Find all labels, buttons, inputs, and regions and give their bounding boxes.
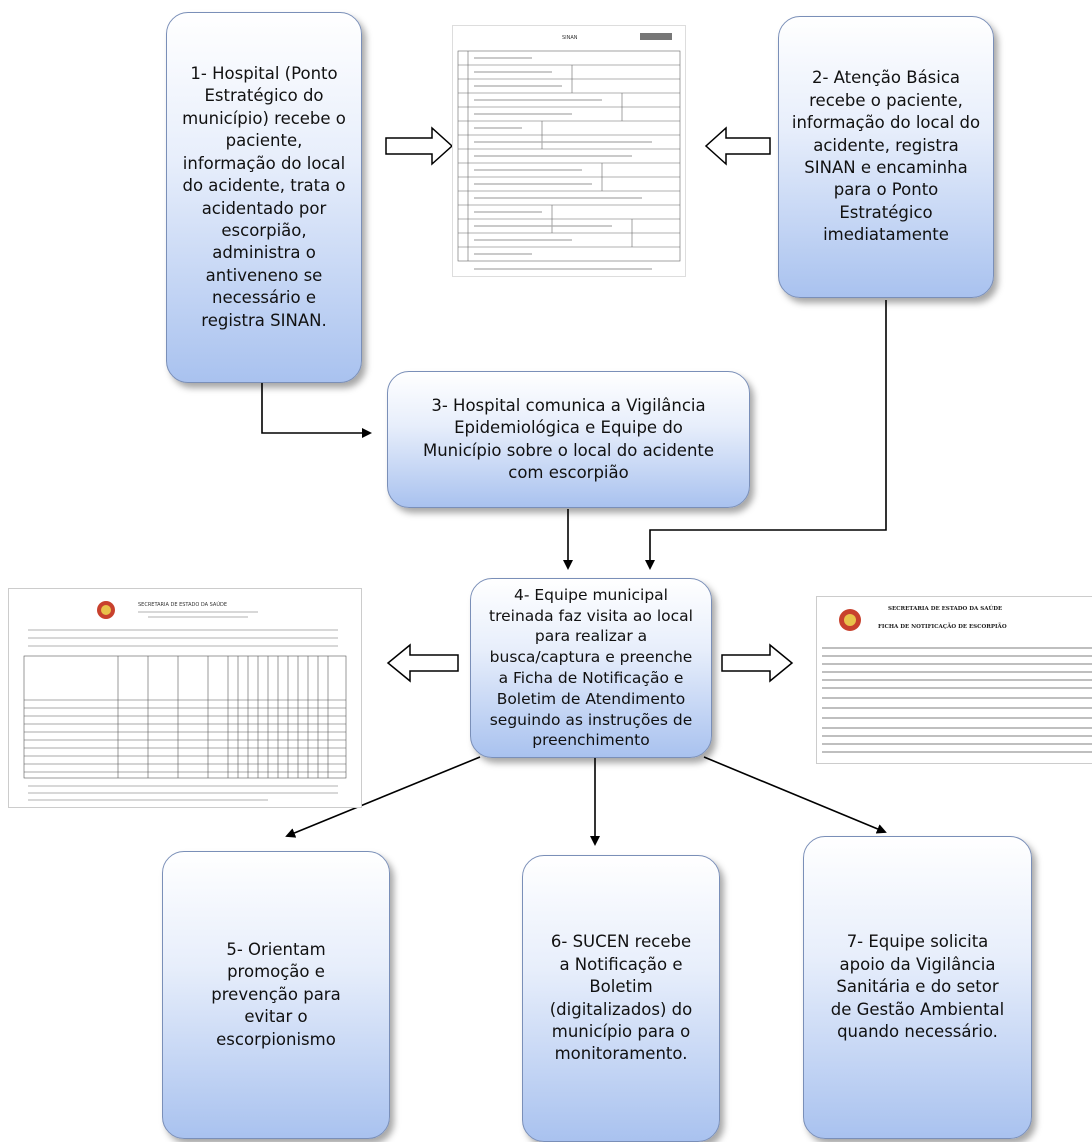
boletim-form-image: SECRETARIA DE ESTADO DA SAÚDE xyxy=(8,588,362,808)
block-arrow-left-top xyxy=(704,126,771,166)
boletim-header: SECRETARIA DE ESTADO DA SAÚDE xyxy=(138,601,227,608)
block-arrow-right-top xyxy=(385,126,454,166)
ficha-title: FICHA DE NOTIFICAÇÃO DE ESCORPIÃO xyxy=(878,623,1007,630)
step-4-equipe-municipal-box: 4- Equipe municipal treinada faz visita … xyxy=(470,578,712,758)
step-5-orientam-box: 5- Orientam promoção e prevenção para ev… xyxy=(162,851,390,1139)
step-3-comunicacao-box: 3- Hospital comunica a Vigilância Epidem… xyxy=(387,371,750,508)
ficha-header: SECRETARIA DE ESTADO DA SAÚDE xyxy=(888,604,1002,612)
step-3-text: 3- Hospital comunica a Vigilância Epidem… xyxy=(422,395,715,482)
step-7-apoio-box: 7- Equipe solicita apoio da Vigilância S… xyxy=(803,836,1032,1139)
step-5-text: 5- Orientam promoção e prevenção para ev… xyxy=(211,939,341,1049)
step-6-text: 6- SUCEN recebe a Notificação e Boletim … xyxy=(549,932,693,1064)
sinan-label: SINAN xyxy=(562,35,578,41)
step-1-text: 1- Hospital (Ponto Estratégico do municí… xyxy=(182,63,346,330)
block-arrow-right-mid xyxy=(721,643,794,683)
step-1-hospital-box: 1- Hospital (Ponto Estratégico do municí… xyxy=(166,12,362,383)
step-6-sucen-box: 6- SUCEN recebe a Notificação e Boletim … xyxy=(522,855,720,1142)
step-7-text: 7- Equipe solicita apoio da Vigilância S… xyxy=(830,932,1005,1042)
connector-4-to-7 xyxy=(703,756,887,834)
step-2-text: 2- Atenção Básica recebe o paciente, inf… xyxy=(791,68,981,245)
sinan-form-image: SINAN xyxy=(452,25,686,277)
connector-1-to-3 xyxy=(261,383,372,438)
ficha-escorpiao-form-image: SECRETARIA DE ESTADO DA SAÚDE FICHA DE N… xyxy=(816,596,1092,764)
block-arrow-left-mid xyxy=(386,643,459,683)
step-2-atencao-basica-box: 2- Atenção Básica recebe o paciente, inf… xyxy=(778,16,994,298)
step-4-text: 4- Equipe municipal treinada faz visita … xyxy=(489,585,693,750)
